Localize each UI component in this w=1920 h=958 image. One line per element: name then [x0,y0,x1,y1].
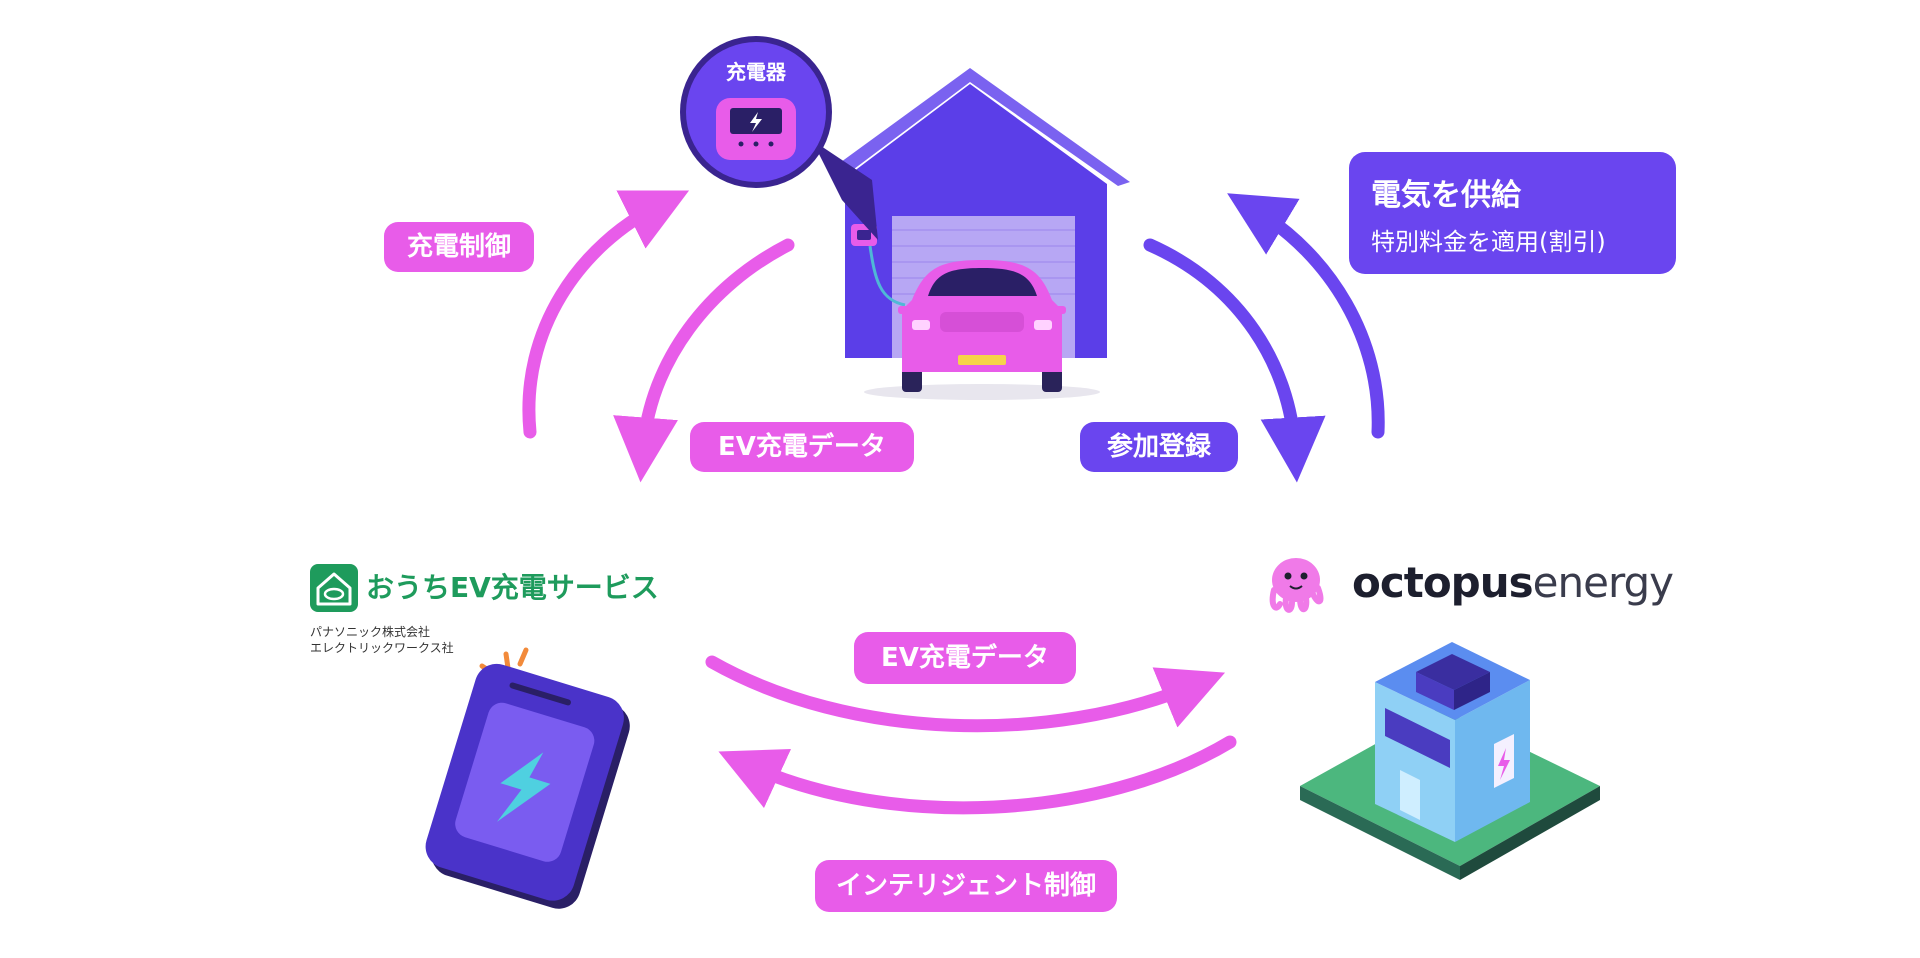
label-intelligent-control: インテリジェント制御 [815,860,1117,912]
arrow-supply [1227,193,1385,439]
label-ev-data-top: EV充電データ [690,422,914,472]
label-charge-control: 充電制御 [384,222,534,272]
label-ev-data-bottom: EV充電データ [854,632,1076,684]
car-illustration [864,260,1100,400]
supply-title: 電気を供給 [1371,178,1521,213]
arrow-registration [1143,238,1326,483]
label-registration: 参加登録 [1080,422,1238,472]
charger-label: 充電器 [726,60,786,84]
supply-info-box: 電気を供給 特別料金を適用(割引) [1349,152,1676,274]
supply-subtitle: 特別料金を適用(割引) [1371,228,1606,256]
arrow-charge-control [522,190,690,439]
octopus-energy-logo: octopusenergy [1352,558,1674,607]
service-title: おうちEV充電サービス [366,571,659,604]
building-illustration [1300,642,1600,880]
phone-illustration [425,647,630,909]
octopus-mascot-icon [1269,558,1324,613]
octopus-brand-bold: octopus [1352,558,1534,607]
octopus-brand-light: energy [1532,558,1674,607]
arrow-intelligent-control [718,735,1237,815]
arrow-ev-data-top [613,238,795,483]
charger-callout [680,36,878,240]
service-company: パナソニック株式会社 エレクトリックワークス社 [310,624,454,656]
service-company-line1: パナソニック株式会社 [310,625,431,639]
arrow-ev-data-bottom [705,655,1226,733]
service-logo-icon [310,564,358,612]
service-company-line2: エレクトリックワークス社 [310,641,454,655]
